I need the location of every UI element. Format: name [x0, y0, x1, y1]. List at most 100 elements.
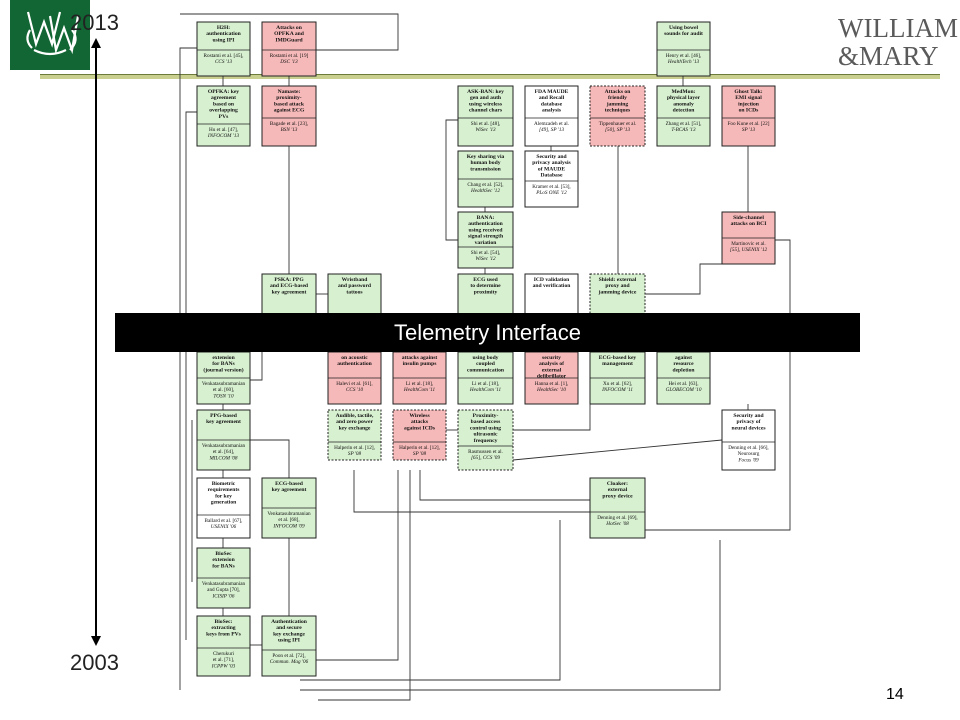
wordmark-line-2: &MARY	[838, 41, 939, 71]
node-citation-line: Chang et al. [52],	[467, 182, 503, 188]
node-title-line: Using bowel	[669, 25, 699, 31]
node-citation-line: Shi et al. [54],	[471, 250, 501, 256]
node-title-line: proximity	[474, 289, 498, 295]
paper-node-jamming-atk[interactable]: Attacks onfriendlyjammingtechniquesTippe…	[589, 85, 646, 147]
node-title-line: PSKA: PPG	[274, 277, 304, 283]
node-title-line: defibrillator	[537, 374, 567, 380]
node-title-line: using IPI	[278, 638, 300, 644]
node-citation-line: Rostami et al. [19]	[270, 53, 309, 59]
node-title-line: using IPI	[213, 37, 235, 43]
node-title-line: authentication	[337, 361, 372, 367]
node-citation-line: Denning et al. [69],	[597, 515, 637, 521]
node-title-line: and secure	[276, 625, 302, 631]
node-title-line: to determine	[470, 283, 501, 289]
node-title-line: jamming device	[598, 289, 637, 295]
node-box	[589, 85, 646, 147]
node-title-line: resource	[673, 361, 694, 367]
node-title-line: privacy of	[736, 419, 760, 425]
year-label-bottom: 2003	[70, 650, 119, 675]
node-citation-line: Bagade et al. [23],	[270, 121, 308, 127]
connector-line	[513, 404, 591, 431]
node-citation-line: ICISIP '06	[212, 593, 235, 599]
node-title-line: BioSec:	[214, 619, 232, 625]
node-title-line: BANA:	[477, 215, 495, 221]
node-title-line: Wireless	[409, 413, 430, 419]
node-citation-line: HealthCom '11	[403, 387, 436, 393]
node-box	[327, 409, 382, 461]
node-box	[721, 409, 776, 471]
node-citation-line: SP '08	[413, 451, 427, 457]
node-title-line: external	[608, 487, 628, 493]
node-title-line: sounds for audit	[664, 31, 703, 37]
university-logo	[10, 0, 90, 70]
node-box	[392, 409, 447, 461]
node-title-line: tattoos	[346, 289, 363, 295]
node-title-line: and verification	[533, 283, 572, 289]
connector-line	[353, 470, 590, 513]
node-box	[196, 85, 251, 147]
node-citation-line: Shi et al. [48],	[471, 121, 501, 127]
node-title-line: ECG-based	[275, 481, 304, 487]
node-box	[457, 85, 514, 147]
node-box	[261, 85, 317, 147]
telemetry-interface-banner[interactable]: Telemetry Interface	[115, 313, 860, 352]
node-citation-line: ICPPW '03	[211, 663, 236, 669]
node-citation-line: WiSec '13	[475, 127, 496, 133]
paper-node-medmon[interactable]: MedMon:physical layeranomalydetectionZha…	[656, 85, 711, 147]
node-box	[327, 273, 382, 315]
node-title-line: detection	[673, 108, 696, 114]
node-citation-line: Zhang et al. [51],	[666, 121, 702, 127]
node-box	[656, 21, 711, 77]
connector-line	[179, 47, 197, 690]
node-title-line: PPG-based	[210, 413, 238, 419]
node-box	[457, 211, 514, 269]
node-citation-line: Halperin et al. [12],	[399, 445, 440, 451]
node-title-line: extension	[212, 557, 235, 563]
node-title-line: and zero power	[336, 419, 373, 425]
node-citation-line: Martinovic et al.	[731, 241, 765, 247]
university-wordmark: WILLIAM &MARY	[838, 14, 958, 70]
node-citation-line: Hu et al. [47],	[209, 127, 238, 133]
node-title-line: authentication	[468, 221, 503, 227]
node-title-line: (journal version)	[203, 366, 243, 373]
node-title-line: EMI signal	[735, 95, 762, 101]
node-box	[196, 21, 251, 77]
node-citation-line: and Gupta [70],	[207, 587, 240, 593]
node-citation-line: Hanna et al. [1],	[535, 381, 569, 387]
